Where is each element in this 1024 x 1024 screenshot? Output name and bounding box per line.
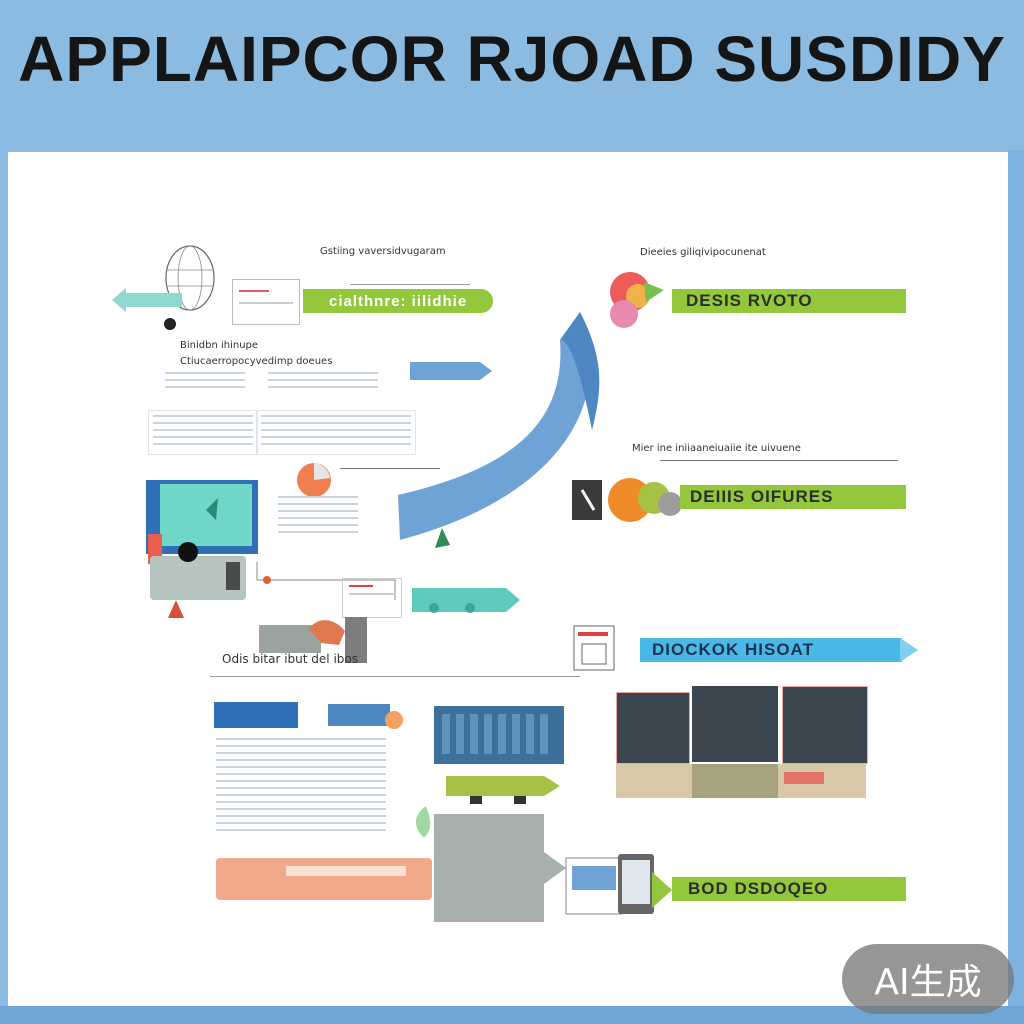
bracket-connector <box>256 562 396 600</box>
text-block-2 <box>268 372 378 393</box>
tools-illustration-icon <box>572 478 682 522</box>
text-block-1 <box>165 372 245 393</box>
top-left-caption: Gstiing vaversidvugaram <box>320 246 446 257</box>
flower-illustration-icon <box>610 272 664 328</box>
bottom-left-caption: Odis bitar ibut del ibos <box>222 652 358 666</box>
sub-caption-2: Ctiucaerropocyvedimp doeues <box>180 356 333 367</box>
text-block-6 <box>216 738 386 836</box>
text-block-5 <box>278 496 358 538</box>
small-doc-box <box>342 578 402 618</box>
frame-right-edge <box>1008 150 1024 1024</box>
small-form-box <box>232 279 300 325</box>
left-arrow-cyan <box>112 288 182 312</box>
orange-dot-icon <box>385 711 403 729</box>
plant-icon <box>416 806 431 838</box>
dark-panel-1 <box>616 692 690 764</box>
banner-3: DIOCKOK HISOAT <box>640 638 902 662</box>
landscape-card <box>146 480 258 554</box>
dark-panel-2 <box>692 686 778 762</box>
right-arrow-teal <box>412 588 520 613</box>
salmon-footer-bar <box>216 858 432 900</box>
page-title: APPLAIPCOR RJOAD SUSDIDY <box>18 23 1006 95</box>
printer-machine-icon <box>148 534 246 618</box>
banner-1: DESIS RVOTO <box>672 289 906 313</box>
sub-caption-1: Binidbn ihinupe <box>180 340 259 351</box>
grey-block-arrow <box>434 814 566 922</box>
caption-chart-lines <box>350 262 470 285</box>
banner-3-arrow-tip <box>900 638 918 662</box>
blue-tab-2 <box>328 704 390 726</box>
document-icon <box>573 625 615 671</box>
right-caption-1: Dieeies giliqivipocunenat <box>640 247 766 258</box>
banner-2: DEIIIS OIFURES <box>680 485 906 509</box>
ai-generated-badge: AI生成 <box>842 944 1014 1014</box>
right-divider <box>660 460 898 461</box>
hand-keyboard-icon <box>259 617 367 663</box>
wireframe-globe-icon <box>164 245 215 330</box>
text-block-4 <box>256 410 416 455</box>
orange-circle-icon <box>297 463 331 497</box>
banner-4: BOD DSDOQEO <box>672 877 906 901</box>
right-caption-2: Mier ine iniiaaneiuaiie ite uivuene <box>632 443 801 454</box>
panel-base <box>616 764 866 798</box>
banner-left: cialthnre: iilidhie <box>303 289 493 313</box>
green-tray-icon <box>446 776 560 804</box>
connector-line <box>340 468 440 469</box>
frame-bottom-edge <box>0 1006 1024 1024</box>
divider-line <box>210 676 580 677</box>
text-block-3 <box>148 410 258 455</box>
blue-tab-1 <box>214 702 298 728</box>
server-screen-icon <box>434 706 564 764</box>
devices-illustration-icon <box>565 854 672 915</box>
curved-arrow <box>398 312 600 548</box>
right-arrow-blue <box>410 362 492 380</box>
dark-panel-3 <box>782 686 868 764</box>
